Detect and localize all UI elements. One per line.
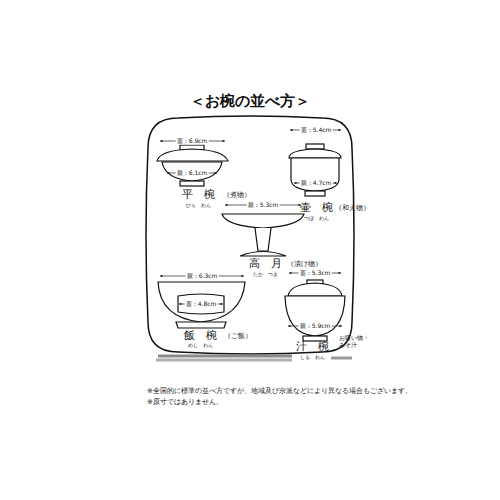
tray-outline	[146, 116, 354, 354]
dimension-label: 蓋：5.4cm	[300, 127, 333, 134]
bowl	[162, 162, 222, 181]
lid-knob	[306, 144, 324, 149]
bowl-name: 汁 椀	[296, 341, 329, 353]
bowl	[285, 296, 345, 336]
stem	[255, 228, 271, 251]
dimension-label: 蓋：4.8cm	[185, 301, 218, 308]
dish-note: （和え物）	[335, 205, 370, 213]
lid	[289, 149, 341, 158]
furigana: たか つき	[253, 272, 278, 278]
dish-note: （漬け物）	[287, 261, 322, 269]
footnote: ※原寸ではありません。	[147, 399, 223, 407]
dimension-label: 親：5.3cm	[247, 202, 280, 209]
dish-note: お吸い物・みそ汁	[339, 335, 369, 348]
bowl-foot	[180, 181, 204, 186]
footnote: ※全国的に標準の並べ方ですが、地域及び宗派などにより異なる場合もございます。	[147, 388, 412, 396]
bowl-name: 平 椀	[182, 189, 215, 201]
dimension-label: 蓋：6.9cm	[176, 138, 209, 145]
dimension-label: 蓋：5.3cm	[299, 270, 332, 277]
bowl-name: 高 月	[249, 258, 282, 270]
furigana: しる わん	[300, 355, 325, 361]
bowl-name: 壷 椀	[300, 202, 333, 214]
bowl	[291, 158, 339, 191]
dimension-label: 親：5.9cm	[299, 323, 332, 330]
bowl-foot	[305, 191, 325, 196]
dish-note: （ご飯）	[224, 333, 252, 341]
dish-note: （煮物）	[223, 192, 251, 200]
furigana: めし わん	[188, 343, 213, 349]
dimension-label: 親：6.3cm	[186, 273, 219, 280]
lid	[288, 283, 342, 296]
bowl-name: 飯 椀	[184, 330, 217, 342]
lid-outline	[178, 294, 224, 314]
stand-base	[240, 252, 286, 257]
chopsticks	[156, 356, 352, 360]
dimension-label: 親：4.7cm	[300, 180, 333, 187]
bowl-foot	[176, 322, 226, 328]
diagram-title: ＜お椀の並べ方＞	[190, 93, 310, 110]
dimension-label: 親：6.1cm	[176, 170, 209, 177]
plate	[222, 214, 304, 228]
bowl	[158, 282, 245, 322]
lid	[157, 149, 228, 161]
furigana: つぼ わん	[304, 216, 329, 222]
furigana: ひら わん	[186, 203, 211, 209]
